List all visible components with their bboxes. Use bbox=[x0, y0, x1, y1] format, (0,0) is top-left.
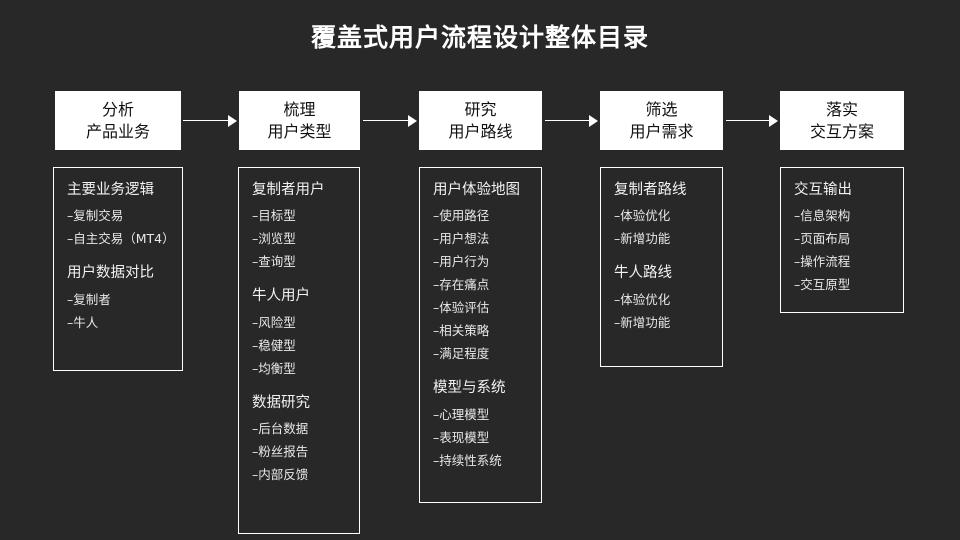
list-item[interactable]: –持续性系统 bbox=[433, 452, 502, 468]
list-item[interactable]: –复制者 bbox=[67, 291, 111, 307]
list-item[interactable]: –均衡型 bbox=[252, 360, 296, 376]
group-title: 复制者用户 bbox=[252, 182, 325, 198]
arrow-1-to-2-icon bbox=[183, 115, 237, 127]
stage-box-2[interactable]: 梳理 用户类型 bbox=[239, 91, 360, 150]
list-item[interactable]: –复制交易 bbox=[67, 208, 124, 224]
group-title: 模型与系统 bbox=[433, 380, 506, 397]
list-item[interactable]: –查询型 bbox=[252, 254, 296, 270]
group-title: 牛人用户 bbox=[252, 288, 310, 305]
list-item[interactable]: –体验优化 bbox=[614, 291, 671, 307]
list-item[interactable]: –牛人 bbox=[67, 314, 99, 330]
content-panel-3[interactable]: 用户体验地图 –使用路径 –用户想法 –用户行为 –存在痛点 –体验评估 –相关… bbox=[419, 167, 542, 503]
list-item[interactable]: –使用路径 bbox=[433, 208, 490, 224]
list-item[interactable]: –粉丝报告 bbox=[252, 444, 309, 460]
stage-box-3-line2: 用户路线 bbox=[448, 121, 513, 141]
content-panel-1[interactable]: 主要业务逻辑 –复制交易 –自主交易（MT4） 用户数据对比 –复制者 –牛人 bbox=[53, 167, 183, 371]
list-item[interactable]: –内部反馈 bbox=[252, 467, 309, 483]
group-3-2: 模型与系统 –心理模型 –表现模型 –持续性系统 bbox=[433, 380, 528, 467]
stage-box-3[interactable]: 研究 用户路线 bbox=[419, 91, 542, 150]
group-5-1: 交互输出 –信息架构 –页面布局 –操作流程 –交互原型 bbox=[794, 182, 890, 292]
list-item[interactable]: –目标型 bbox=[252, 208, 296, 224]
stage-box-1-line1: 分析 bbox=[101, 100, 134, 120]
group-title: 用户体验地图 bbox=[433, 182, 520, 198]
list-item[interactable]: –后台数据 bbox=[252, 421, 309, 437]
stage-box-2-line1: 梳理 bbox=[283, 100, 316, 120]
page-title: 覆盖式用户流程设计整体目录 bbox=[310, 23, 649, 52]
group-2-3: 数据研究 –后台数据 –粉丝报告 –内部反馈 bbox=[252, 395, 346, 482]
list-item[interactable]: –交互原型 bbox=[794, 277, 851, 293]
content-panel-5[interactable]: 交互输出 –信息架构 –页面布局 –操作流程 –交互原型 bbox=[780, 167, 904, 313]
stage-box-1[interactable]: 分析 产品业务 bbox=[55, 91, 181, 150]
list-item[interactable]: –自主交易（MT4） bbox=[67, 231, 175, 247]
arrow-3-to-4-icon bbox=[545, 115, 598, 127]
list-item[interactable]: –相关策略 bbox=[433, 323, 490, 339]
list-item[interactable]: –存在痛点 bbox=[433, 277, 490, 293]
list-item[interactable]: –新增功能 bbox=[614, 314, 671, 330]
list-item[interactable]: –新增功能 bbox=[614, 231, 671, 247]
list-item[interactable]: –操作流程 bbox=[794, 254, 851, 270]
group-title: 牛人路线 bbox=[614, 265, 672, 282]
group-2-2: 牛人用户 –风险型 –稳健型 –均衡型 bbox=[252, 288, 346, 375]
group-1-2: 用户数据对比 –复制者 –牛人 bbox=[67, 265, 169, 329]
group-3-1: 用户体验地图 –使用路径 –用户想法 –用户行为 –存在痛点 –体验评估 –相关… bbox=[433, 182, 528, 361]
group-title: 复制者路线 bbox=[614, 182, 687, 198]
group-title: 用户数据对比 bbox=[67, 265, 154, 282]
list-item[interactable]: –表现模型 bbox=[433, 429, 490, 445]
group-title: 主要业务逻辑 bbox=[67, 182, 154, 198]
list-item[interactable]: –页面布局 bbox=[794, 231, 851, 247]
group-title: 数据研究 bbox=[252, 394, 310, 411]
group-4-2: 牛人路线 –体验优化 –新增功能 bbox=[614, 265, 709, 329]
arrow-4-to-5-icon bbox=[726, 115, 778, 127]
list-item[interactable]: –浏览型 bbox=[252, 231, 296, 247]
arrow-2-to-3-icon bbox=[363, 115, 417, 127]
stage-box-3-line1: 研究 bbox=[464, 100, 497, 120]
list-item[interactable]: –稳健型 bbox=[252, 337, 296, 353]
content-panel-2[interactable]: 复制者用户 –目标型 –浏览型 –查询型 牛人用户 –风险型 –稳健型 –均衡型… bbox=[238, 167, 360, 534]
group-2-1: 复制者用户 –目标型 –浏览型 –查询型 bbox=[252, 182, 346, 269]
group-1-1: 主要业务逻辑 –复制交易 –自主交易（MT4） bbox=[67, 182, 175, 247]
list-item[interactable]: –用户想法 bbox=[433, 231, 490, 247]
list-item[interactable]: –风险型 bbox=[252, 314, 296, 330]
stage-box-4-line1: 筛选 bbox=[645, 100, 678, 120]
stage-box-4-line2: 用户需求 bbox=[629, 121, 694, 141]
list-item[interactable]: –满足程度 bbox=[433, 346, 490, 362]
list-item[interactable]: –心理模型 bbox=[433, 406, 490, 422]
stage-box-5[interactable]: 落实 交互方案 bbox=[780, 91, 904, 150]
list-item[interactable]: –用户行为 bbox=[433, 254, 490, 270]
list-item[interactable]: –体验评估 bbox=[433, 300, 490, 316]
stage-box-5-line2: 交互方案 bbox=[809, 121, 874, 141]
stage-box-1-line2: 产品业务 bbox=[85, 121, 150, 141]
list-item[interactable]: –信息架构 bbox=[794, 208, 851, 224]
content-panel-4[interactable]: 复制者路线 –体验优化 –新增功能 牛人路线 –体验优化 –新增功能 bbox=[600, 167, 723, 367]
stage-box-4[interactable]: 筛选 用户需求 bbox=[600, 91, 723, 150]
stage-box-2-line2: 用户类型 bbox=[267, 121, 332, 141]
list-item[interactable]: –体验优化 bbox=[614, 208, 671, 224]
group-title: 交互输出 bbox=[794, 182, 852, 198]
group-4-1: 复制者路线 –体验优化 –新增功能 bbox=[614, 182, 709, 246]
stage-box-5-line1: 落实 bbox=[825, 100, 858, 120]
